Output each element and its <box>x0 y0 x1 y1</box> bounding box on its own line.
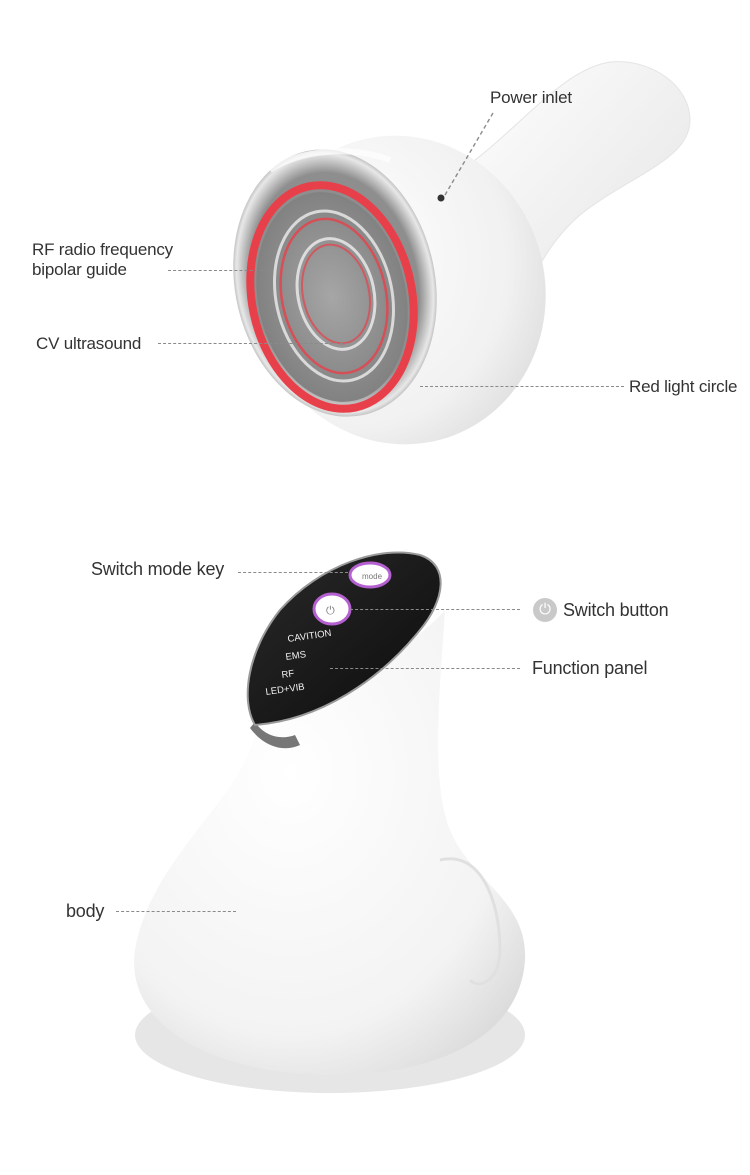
mode-icon: mode <box>362 572 383 581</box>
label-body: body <box>66 901 105 921</box>
leader-body <box>116 911 236 912</box>
device-side-view: mode ⏻ CAVITION EMS RF LED+VIB <box>134 551 526 1093</box>
panel-item-2: EMS <box>285 649 307 663</box>
leader-switch-button <box>350 609 520 610</box>
leader-rf <box>168 270 268 271</box>
panel-item-4: LED+VIB <box>265 682 305 698</box>
rf-electrode-ring <box>279 217 389 375</box>
red-light-ring <box>246 181 418 413</box>
label-red-light-circle: Red light circle <box>629 377 738 396</box>
leader-cv <box>158 343 348 344</box>
power-icon: ⏻ <box>533 598 557 622</box>
panel-item-3: RF <box>281 668 295 681</box>
label-function-panel: Function panel <box>532 658 648 678</box>
control-panel <box>246 551 442 727</box>
mode-key-button[interactable] <box>348 561 392 589</box>
chrome-collar <box>250 722 300 749</box>
label-power-inlet: Power inlet <box>490 88 572 107</box>
label-rf-line1: RF radio frequency <box>32 240 173 259</box>
power-icon: ⏻ <box>326 604 335 617</box>
leader-red-light <box>420 386 624 387</box>
label-rf-line2: bipolar guide <box>32 260 127 279</box>
device-body <box>134 610 526 1076</box>
leader-function-panel <box>330 668 520 669</box>
label-switch-mode-key: Switch mode key <box>91 559 225 579</box>
label-switch-button: Switch button <box>563 600 669 620</box>
power-inlet-port <box>437 194 445 202</box>
device-head-view <box>233 61 691 445</box>
label-cv-ultrasound: CV ultrasound <box>36 334 142 353</box>
leader-mode-key <box>238 572 348 573</box>
